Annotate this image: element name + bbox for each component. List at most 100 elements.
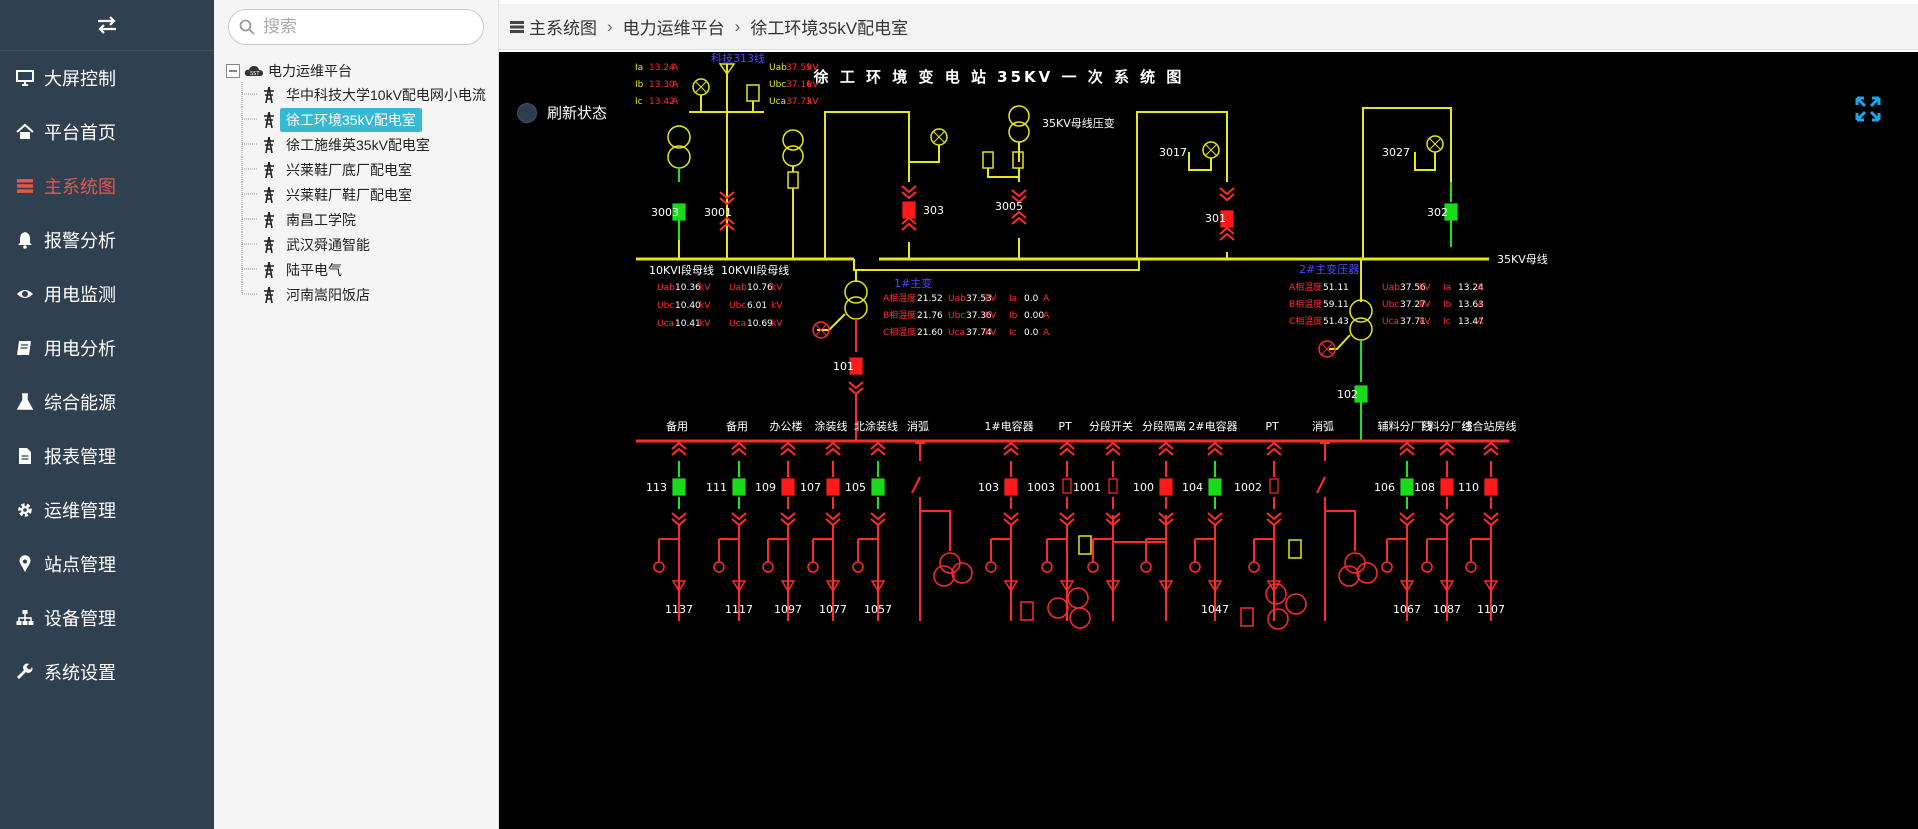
switch-label: 110 xyxy=(1458,481,1479,494)
switch-label: 109 xyxy=(755,481,776,494)
meter-symbol xyxy=(812,321,830,339)
breaker-105[interactable] xyxy=(871,478,885,496)
breaker-100[interactable] xyxy=(1159,478,1173,496)
tower-icon xyxy=(264,161,274,178)
cable-head-icon xyxy=(825,580,841,593)
feeder-label: 备用 xyxy=(726,419,748,433)
breaker-switch[interactable] xyxy=(1062,478,1072,494)
disconnector-chevron xyxy=(1439,512,1455,521)
disconnector-chevron xyxy=(1439,441,1455,450)
tree-item-label: 河南嵩阳饭店 xyxy=(286,286,370,303)
meter-value: 0.00 xyxy=(1024,311,1044,321)
breaker-104[interactable] xyxy=(1208,478,1222,496)
feeder-label: 消弧 xyxy=(1312,419,1334,433)
tower-icon xyxy=(264,286,274,303)
sidebar-item-1[interactable]: 平台首页 xyxy=(0,105,214,159)
disconnector-chevron xyxy=(825,441,841,450)
sidebar-item-10[interactable]: 设备管理 xyxy=(0,591,214,645)
switch-label: 113 xyxy=(646,481,667,494)
breaker-109[interactable] xyxy=(781,478,795,496)
breaker-113[interactable] xyxy=(672,478,686,496)
breadcrumb-item-1[interactable]: 电力运维平台 xyxy=(622,19,725,38)
breaker-106[interactable] xyxy=(1400,478,1414,496)
breaker-108[interactable] xyxy=(1440,478,1454,496)
home-icon xyxy=(16,123,34,139)
meter-value: 10.69 xyxy=(747,319,773,329)
breaker-107[interactable] xyxy=(826,478,840,496)
breaker-103[interactable] xyxy=(1004,478,1018,496)
sidebar-item-0[interactable]: 大屏控制 xyxy=(0,51,214,105)
meter-value: 10.36 xyxy=(675,283,701,293)
fullscreen-icon[interactable] xyxy=(1855,96,1881,122)
tree-item[interactable]: 河南嵩阳饭店 xyxy=(226,282,498,307)
tree-item[interactable]: 徐工施维英35kV配电室 xyxy=(226,132,498,157)
disconnector-chevron xyxy=(1003,512,1019,521)
disconnector-chevron xyxy=(870,447,886,456)
breaker-switch[interactable] xyxy=(1269,478,1279,494)
breaker-switch[interactable] xyxy=(1108,478,1118,494)
tree-item[interactable]: 兴莱鞋厂鞋厂配电室 xyxy=(226,182,498,207)
cable-head-icon xyxy=(1105,580,1121,593)
sidebar-item-5[interactable]: 用电分析 xyxy=(0,321,214,375)
sidebar-item-label: 站点管理 xyxy=(44,555,116,575)
meter-name: C相温度 xyxy=(1289,315,1322,327)
meter-unit: kV xyxy=(807,97,819,107)
disconnector-chevron xyxy=(1011,189,1027,198)
disconnector-chevron xyxy=(719,191,735,200)
chevron-right-icon: › xyxy=(607,16,613,36)
tree-root-label: 电力运维平台 xyxy=(268,63,352,79)
search-box[interactable] xyxy=(228,9,484,45)
sidebar-item-label: 平台首页 xyxy=(44,123,116,143)
meter-name: Ia xyxy=(1009,294,1017,304)
swap-arrows-icon xyxy=(98,16,116,34)
breaker-101[interactable] xyxy=(849,357,863,375)
sidebar-item-label: 报警分析 xyxy=(44,231,116,251)
capacitor-symbol xyxy=(1240,607,1254,627)
sidebar-item-2[interactable]: 主系统图 xyxy=(0,159,214,213)
meter-name: Ia xyxy=(1443,283,1451,293)
sidebar-item-8[interactable]: 运维管理 xyxy=(0,483,214,537)
tree-item[interactable]: 华中科技大学10kV配电网小电流 xyxy=(226,82,498,107)
sidebar-item-9[interactable]: 站点管理 xyxy=(0,537,214,591)
search-input[interactable] xyxy=(261,16,465,38)
tree-item[interactable]: 南昌工学院 xyxy=(226,207,498,232)
switch-label: 3017 xyxy=(1159,146,1187,159)
tree-item[interactable]: 陆平电气 xyxy=(226,257,498,282)
sidebar-item-label: 大屏控制 xyxy=(44,69,116,89)
disconnector-chevron xyxy=(1105,441,1121,450)
capacitor-bank xyxy=(1067,587,1089,609)
sidebar-item-4[interactable]: 用电监测 xyxy=(0,267,214,321)
sidebar-item-7[interactable]: 报表管理 xyxy=(0,429,214,483)
cloud-icon: SST xyxy=(244,66,263,77)
meter-unit: A xyxy=(672,63,679,73)
meter-value: 37.27 xyxy=(1400,300,1426,310)
sidebar-item-6[interactable]: 综合能源 xyxy=(0,375,214,429)
transformer-winding xyxy=(1356,562,1378,584)
sidebar-item-3[interactable]: 报警分析 xyxy=(0,213,214,267)
meter-value: 0.0 xyxy=(1024,328,1039,338)
tree-item[interactable]: 兴莱鞋厂底厂配电室 xyxy=(226,157,498,182)
disconnector-chevron xyxy=(825,447,841,456)
switch-label: 111 xyxy=(706,481,727,494)
tower-icon xyxy=(264,136,274,153)
breaker-111[interactable] xyxy=(732,478,746,496)
tree-item[interactable]: 武汉舜通智能 xyxy=(226,232,498,257)
meter-value: 37.74 xyxy=(966,328,992,338)
meter-value: 21.60 xyxy=(917,328,943,338)
tree-root[interactable]: SST 电力运维平台 xyxy=(226,60,498,82)
cable-head-icon xyxy=(1207,580,1223,593)
collapse-icon[interactable] xyxy=(226,64,240,78)
tree-item[interactable]: 徐工环境35kV配电室 xyxy=(226,107,498,132)
disconnector-chevron xyxy=(1219,187,1235,196)
refresh-status-toggle[interactable]: 刷新状态 xyxy=(517,102,607,123)
feeder-label: 下料分厂线 xyxy=(1418,419,1473,433)
meter-value: 59.11 xyxy=(1323,300,1349,310)
switch-label: 101 xyxy=(833,360,854,373)
sidebar-item-11[interactable]: 系统设置 xyxy=(0,645,214,699)
wrench-icon xyxy=(17,663,33,679)
breadcrumb-item-0[interactable]: 主系统图 xyxy=(529,19,597,38)
breaker-303[interactable] xyxy=(902,201,916,219)
sidebar-toggle[interactable] xyxy=(0,0,214,51)
tree-connector xyxy=(241,232,258,257)
breaker-110[interactable] xyxy=(1484,478,1498,496)
